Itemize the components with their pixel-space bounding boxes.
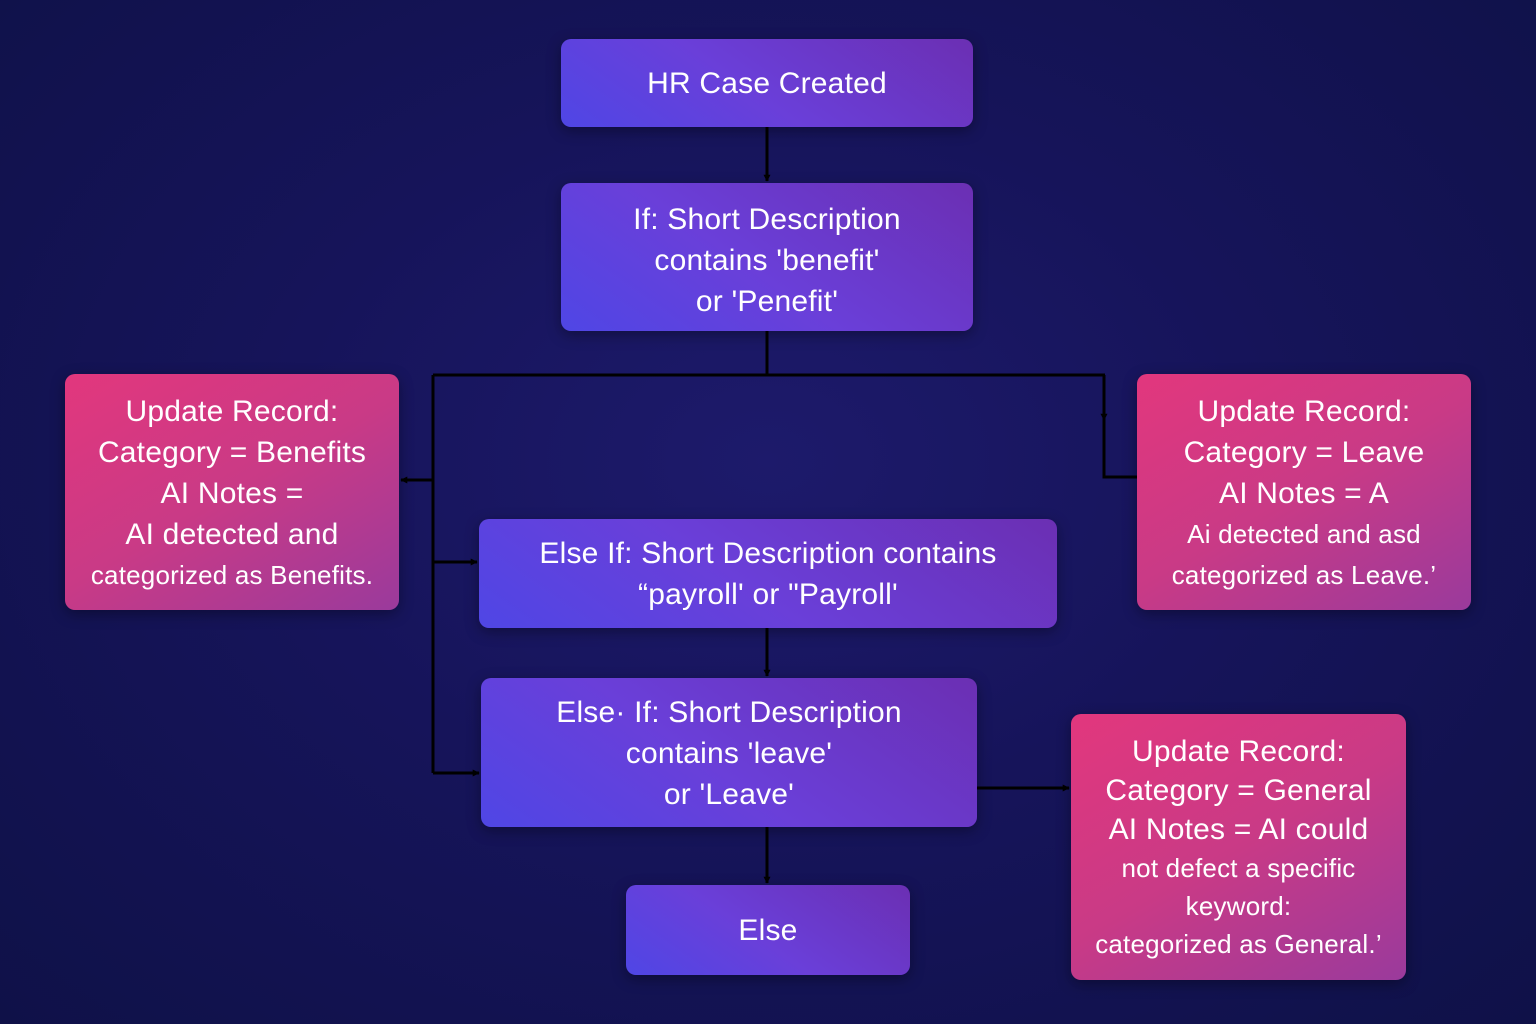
node-text: Category = Leave	[1183, 435, 1425, 469]
node-text: contains 'leave'	[625, 737, 833, 770]
node-text: Category = General	[1105, 773, 1372, 807]
node-text: keyword:	[1185, 890, 1292, 921]
node-text: Else If: Short Description contains	[539, 536, 997, 570]
node-text: Update Record:	[1132, 734, 1345, 768]
else-if-payroll-condition-node: Else If: Short Description contains “pay…	[479, 519, 1057, 628]
node-text: Category = Benefits	[97, 435, 367, 469]
node-text: “payroll' or "Payroll'	[638, 577, 898, 611]
node-text: AI detected and	[125, 517, 339, 551]
node-text: Update Record:	[125, 394, 339, 428]
node-text: not defect a specific	[1121, 852, 1356, 883]
node-text: categorized as Leave.’	[1171, 559, 1437, 590]
else-if-leave-condition-node: Else· If: Short Description contains 'le…	[481, 678, 977, 827]
node-text: categorized as Benefits.	[90, 559, 374, 590]
if-benefit-condition-node: If: Short Description contains 'benefit'…	[561, 183, 973, 331]
node-text: contains 'benefit'	[654, 243, 880, 277]
node-text: AI Notes = AI could	[1108, 812, 1369, 846]
node-text: Else· If: Short Description	[556, 696, 902, 729]
node-text: or 'Penefit'	[695, 284, 839, 318]
update-record-general-node: Update Record: Category = General AI Not…	[1071, 714, 1406, 980]
node-text: AI Notes =	[160, 476, 304, 510]
hr-case-created-node: HR Case Created	[561, 39, 973, 127]
node-text: Update Record:	[1197, 394, 1411, 428]
node-text: HR Case Created	[647, 66, 887, 100]
node-text: Else	[738, 913, 798, 947]
node-text: AI Notes = A	[1219, 476, 1389, 510]
update-record-benefits-node: Update Record: Category = Benefits AI No…	[65, 374, 399, 610]
node-text: or 'Leave'	[663, 778, 795, 811]
connector-to-leave-record	[1102, 420, 1137, 479]
node-text: If: Short Description	[633, 202, 901, 236]
else-node: Else	[626, 885, 910, 975]
node-text: categorized as General.’	[1095, 928, 1382, 959]
node-text: Ai detected and asd	[1187, 518, 1421, 549]
update-record-leave-node: Update Record: Category = Leave AI Notes…	[1137, 374, 1471, 610]
